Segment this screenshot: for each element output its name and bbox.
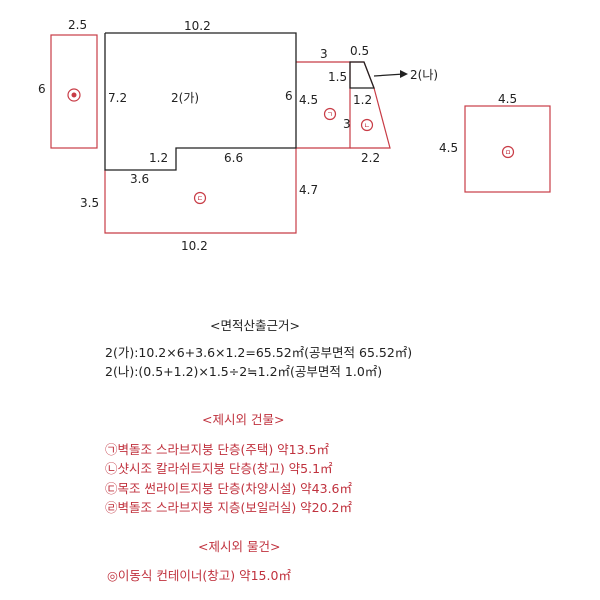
dim-1-top: 3 <box>320 47 328 61</box>
label-na: 2(나) <box>410 68 438 82</box>
dim-2-side: 3 <box>343 117 351 131</box>
extra-building-item-2: ㉡샷시조 칼라쉬트지붕 단층(창고) 약5.1㎡ <box>105 461 333 476</box>
extra-buildings-heading: <제시외 건물> <box>202 412 285 427</box>
dim-na-left: 1.5 <box>328 70 347 84</box>
calc-line-2: 2(나):(0.5+1.2)×1.5÷2≒1.2㎡(공부면적 1.0㎡) <box>105 364 383 379</box>
mark-2-char: ㄴ <box>364 122 370 130</box>
annex-4-outline <box>50 34 98 149</box>
extra-objects-heading: <제시외 물건> <box>198 539 281 554</box>
mark-4-symbol <box>67 88 81 102</box>
dim-5-left: 4.5 <box>439 141 458 155</box>
dim-5-top: 4.5 <box>498 92 517 106</box>
building-na-outline <box>349 61 375 89</box>
extra-building-item-1: ㉠벽돌조 스라브지붕 단층(주택) 약13.5㎡ <box>105 442 330 457</box>
building-na-leader-arrow <box>400 70 408 78</box>
dim-a-left: 7.2 <box>108 91 127 105</box>
extra-building-item-3: ㉢목조 썬라이트지붕 단층(차양시설) 약43.6㎡ <box>105 481 353 496</box>
mark-3-symbol: ㄷ <box>193 191 207 205</box>
dim-a-right: 6 <box>285 89 293 103</box>
dim-na-top: 0.5 <box>350 44 369 58</box>
mark-5-symbol: ㅁ <box>501 145 515 159</box>
dim-4-left: 6 <box>38 82 46 96</box>
mark-1-char: ㄱ <box>327 111 333 119</box>
mark-1-symbol: ㄱ <box>323 107 337 121</box>
dim-3-left: 3.5 <box>80 196 99 210</box>
dim-a-top: 10.2 <box>184 19 211 33</box>
dim-a-step-2: 6.6 <box>224 151 243 165</box>
mark-3-char: ㄷ <box>197 195 203 203</box>
dim-3-right: 4.7 <box>299 183 318 197</box>
dim-a-step-3: 3.6 <box>130 172 149 186</box>
dim-na-mid: 1.2 <box>353 93 372 107</box>
building-na-leader <box>373 73 405 77</box>
dim-a-step-1: 1.2 <box>149 151 168 165</box>
dim-2-bottom: 2.2 <box>361 151 380 165</box>
container-5-outline <box>464 105 551 193</box>
calc-line-1: 2(가):10.2×6+3.6×1.2=65.52㎡(공부면적 65.52㎡) <box>105 345 413 360</box>
label-ga: 2(가) <box>171 91 199 105</box>
annex-3-outline <box>104 148 297 234</box>
dim-1-left: 4.5 <box>299 93 318 107</box>
mark-2-symbol: ㄴ <box>360 118 374 132</box>
extra-building-item-4: ㉣벽돌조 스라브지붕 지층(보일러실) 약20.2㎡ <box>105 500 353 515</box>
calc-heading: <면적산출근거> <box>210 318 300 333</box>
dim-4-top: 2.5 <box>68 18 87 32</box>
floor-plan-diagram: ㄱ ㄴ ㄷ ㅁ 2.5 6 10.2 7.2 2(가) 6 1.2 6.6 3.… <box>38 18 551 253</box>
annex-1-outline <box>296 61 351 149</box>
mark-5-char: ㅁ <box>505 149 511 157</box>
extra-object-item-1: ◎이동식 컨테이너(창고) 약15.0㎡ <box>107 568 291 583</box>
dim-3-bottom: 10.2 <box>181 239 208 253</box>
main-building-outline <box>104 32 297 171</box>
